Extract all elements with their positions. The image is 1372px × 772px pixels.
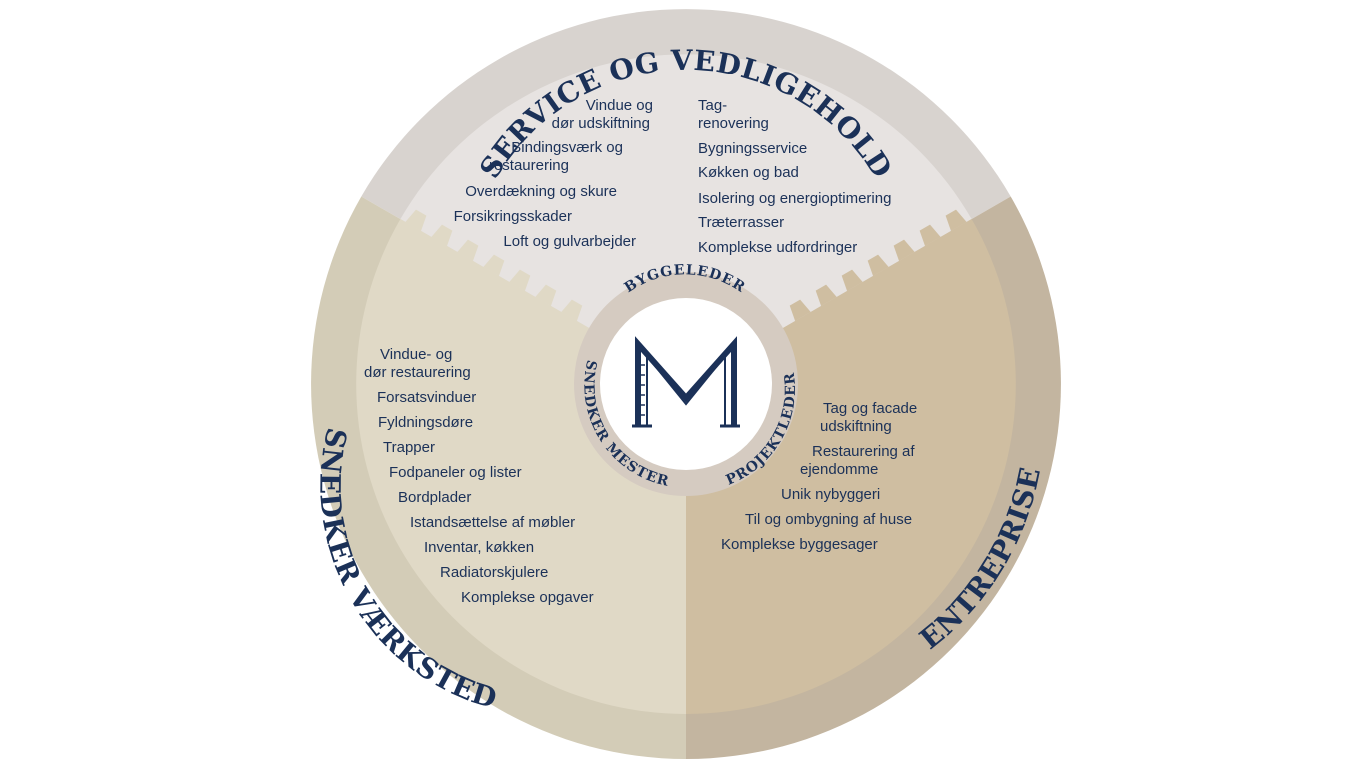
list-item: Komplekse udfordringer: [698, 239, 857, 256]
list-item: Overdækning og skure: [465, 183, 617, 200]
puzzle-teeth-service-snedker: [405, 209, 583, 321]
list-item: Bindingsværk og: [511, 139, 623, 156]
puzzle-tooth: [686, 510, 702, 528]
list-item: dør restaurering: [364, 364, 471, 381]
puzzle-teeth-snedker-entreprise: [686, 510, 702, 708]
m-logo-icon: [632, 336, 740, 428]
center-circle: [600, 298, 772, 470]
list-item: Bygningsservice: [698, 140, 807, 157]
list-item: Komplekse opgaver: [461, 589, 594, 606]
list-item: udskiftning: [820, 418, 892, 435]
list-item: Tag-: [698, 97, 727, 114]
puzzle-tooth: [789, 299, 811, 321]
list-item: restaurering: [489, 157, 569, 174]
service-section-inner: [400, 54, 972, 384]
list-item: Radiatorskjulere: [440, 564, 548, 581]
list-item: Fodpaneler og lister: [389, 464, 522, 481]
puzzle-tooth: [893, 239, 915, 261]
list-item: Tag og facade: [823, 400, 917, 417]
puzzle-tooth: [535, 284, 557, 306]
list-item: Fyldningsdøre: [378, 414, 473, 431]
puzzle-tooth: [686, 600, 702, 618]
puzzle-tooth: [561, 299, 583, 321]
list-item: Istandsættelse af møbler: [410, 514, 575, 531]
puzzle-tooth: [431, 224, 453, 246]
puzzle-tooth: [483, 254, 505, 276]
service-items-right: Tag- renovering Bygningsservice Køkken o…: [698, 97, 891, 256]
list-item: Komplekse byggesager: [721, 536, 878, 553]
snedker-items: Vindue- og dør restaurering Forsatsvindu…: [364, 346, 594, 606]
puzzle-tooth: [945, 209, 967, 231]
puzzle-tooth: [686, 630, 702, 648]
puzzle-teeth-service-entreprise: [789, 209, 967, 321]
list-item: Vindue og: [586, 97, 653, 114]
list-item: Til og ombygning af huse: [745, 511, 912, 528]
list-item: Vindue- og: [380, 346, 452, 363]
list-item: Restaurering af: [812, 443, 915, 460]
list-item: Loft og gulvarbejder: [503, 233, 636, 250]
list-item: Trapper: [383, 439, 435, 456]
entreprise-items: Tag og facade udskiftning Restaurering a…: [721, 400, 917, 553]
puzzle-tooth: [686, 540, 702, 558]
puzzle-tooth: [686, 690, 702, 708]
list-item: Forsikringsskader: [454, 208, 572, 225]
puzzle-tooth: [919, 224, 941, 246]
service-items-left: Vindue og dør udskiftning Bindingsværk o…: [454, 97, 653, 250]
list-item: ejendomme: [800, 461, 878, 478]
list-item: Forsatsvinduer: [377, 389, 476, 406]
list-item: dør udskiftning: [552, 115, 650, 132]
puzzle-tooth: [457, 239, 479, 261]
puzzle-tooth: [867, 254, 889, 276]
list-item: Isolering og energioptimering: [698, 190, 891, 207]
list-item: renovering: [698, 115, 769, 132]
list-item: Unik nybyggeri: [781, 486, 880, 503]
list-item: Træterrasser: [698, 214, 784, 231]
list-item: Inventar, køkken: [424, 539, 534, 556]
list-item: Køkken og bad: [698, 164, 799, 181]
puzzle-tooth: [815, 284, 837, 306]
list-item: Bordplader: [398, 489, 471, 506]
puzzle-tooth: [841, 269, 863, 291]
puzzle-tooth: [509, 269, 531, 291]
puzzle-tooth: [686, 660, 702, 678]
puzzle-tooth: [686, 570, 702, 588]
puzzle-tooth: [405, 209, 427, 231]
